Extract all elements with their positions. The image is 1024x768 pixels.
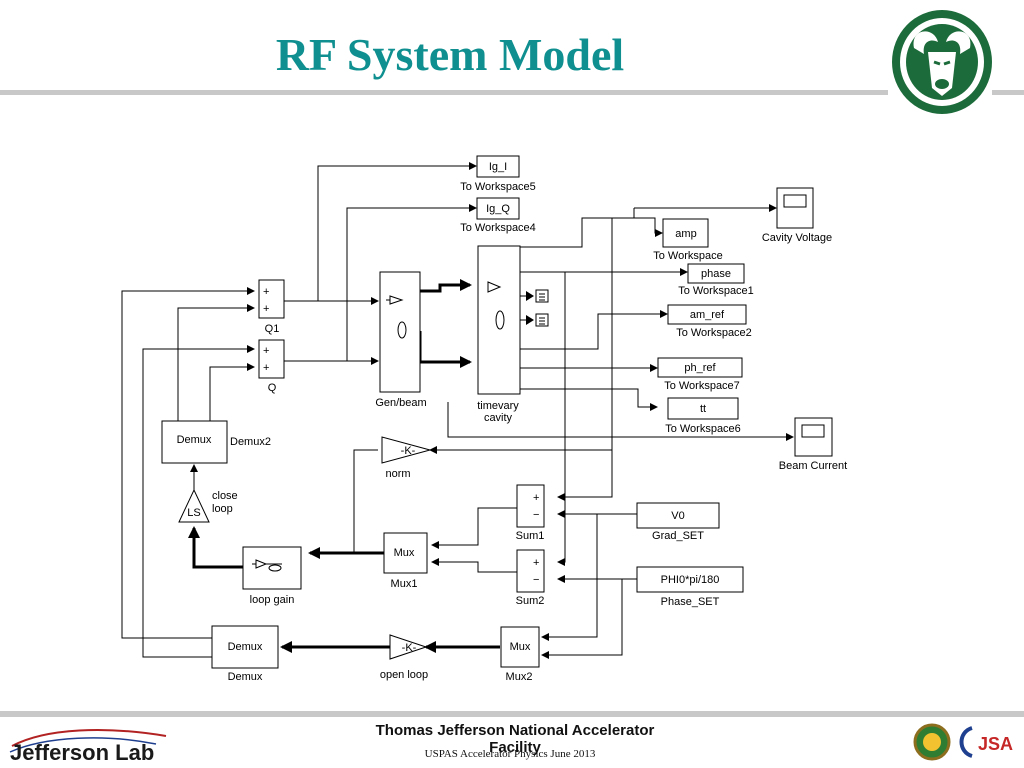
svg-text:Grad_SET: Grad_SET	[652, 530, 704, 542]
svg-text:Mux2: Mux2	[506, 671, 533, 683]
grad-set-constant[interactable]: V0 Grad_SET	[636, 502, 720, 542]
q-sum-block[interactable]: + + Q	[258, 339, 285, 394]
svg-text:Cavity Voltage: Cavity Voltage	[762, 232, 832, 244]
cavity-voltage-scope[interactable]: Cavity Voltage	[762, 187, 832, 244]
svg-text:To Workspace2: To Workspace2	[676, 327, 752, 339]
svg-text:close: close	[212, 490, 238, 502]
svg-text:Q: Q	[268, 382, 277, 394]
svg-text:V0: V0	[671, 510, 684, 522]
mux2-block[interactable]: Mux Mux2	[500, 626, 540, 683]
svg-text:Beam Current: Beam Current	[779, 460, 847, 472]
svg-text:Q1: Q1	[265, 323, 280, 335]
norm-gain-block[interactable]: -K- norm	[381, 436, 432, 480]
svg-text:timevary: timevary	[477, 400, 519, 412]
ram-logo	[892, 10, 992, 114]
to-workspace-amp-block[interactable]: amp To Workspace	[653, 218, 723, 262]
svg-text:-K-: -K-	[401, 445, 416, 457]
to-workspace5-block[interactable]: Ig_I To Workspace5	[460, 155, 536, 193]
open-loop-gain-block[interactable]: -K- open loop	[380, 634, 428, 681]
svg-text:+: +	[263, 345, 269, 357]
svg-text:Gen/beam: Gen/beam	[375, 397, 426, 409]
svg-text:Sum1: Sum1	[516, 530, 545, 542]
q1-sum-block[interactable]: + + Q1	[258, 279, 285, 335]
header-rule-right	[992, 90, 1024, 95]
svg-text:+: +	[263, 303, 269, 315]
svg-text:norm: norm	[385, 468, 410, 480]
svg-text:Ig_Q: Ig_Q	[486, 203, 510, 215]
close-loop-gain[interactable]: LS close loop	[178, 488, 238, 523]
demux-block[interactable]: Demux Demux	[211, 625, 279, 683]
svg-text:PHI0*pi/180: PHI0*pi/180	[661, 574, 720, 586]
jsa-swoosh-icon	[959, 726, 973, 758]
jefferson-lab-logo: Jefferson Lab	[9, 729, 167, 765]
svg-text:LS: LS	[187, 507, 200, 519]
svg-text:To Workspace1: To Workspace1	[678, 285, 754, 297]
svg-text:−: −	[533, 574, 539, 586]
svg-text:To Workspace6: To Workspace6	[665, 423, 741, 435]
svg-text:loop: loop	[212, 503, 233, 515]
loop-gain-subsystem[interactable]: loop gain	[242, 546, 302, 606]
footer-course: USPAS Accelerator Physics June 2013	[424, 748, 596, 760]
terminator-blocks	[520, 289, 549, 327]
svg-text:To Workspace: To Workspace	[653, 250, 723, 262]
svg-text:Sum2: Sum2	[516, 595, 545, 607]
to-workspace6-block[interactable]: tt To Workspace6	[665, 397, 741, 435]
sum1-block[interactable]: + − Sum1	[516, 484, 545, 542]
svg-text:+: +	[263, 362, 269, 374]
svg-text:To Workspace7: To Workspace7	[664, 380, 740, 392]
svg-text:Ig_I: Ig_I	[489, 161, 507, 173]
svg-text:Demux: Demux	[228, 671, 263, 683]
header-rule	[0, 90, 888, 95]
svg-text:open loop: open loop	[380, 669, 428, 681]
svg-text:To Workspace4: To Workspace4	[460, 222, 536, 234]
jsa-text: JSA	[978, 734, 1013, 754]
phase-set-constant[interactable]: PHI0*pi/180 Phase_SET	[636, 566, 744, 608]
to-workspace2-block[interactable]: am_ref To Workspace2	[667, 304, 752, 339]
svg-text:+: +	[533, 492, 539, 504]
svg-text:Demux2: Demux2	[230, 436, 271, 448]
beam-current-scope[interactable]: Beam Current	[779, 417, 847, 472]
svg-text:Demux: Demux	[228, 641, 263, 653]
svg-text:tt: tt	[700, 403, 706, 415]
svg-text:Mux: Mux	[394, 547, 415, 559]
footer-organization: Thomas Jefferson National Accelerator Fa…	[375, 722, 655, 756]
svg-text:−: −	[533, 509, 539, 521]
svg-text:Phase_SET: Phase_SET	[661, 596, 720, 608]
gen-beam-subsystem[interactable]: Gen/beam	[375, 271, 427, 409]
to-workspace4-block[interactable]: Ig_Q To Workspace4	[460, 197, 536, 234]
svg-text:Mux1: Mux1	[391, 578, 418, 590]
to-workspace7-block[interactable]: ph_ref To Workspace7	[657, 357, 743, 392]
svg-text:+: +	[263, 286, 269, 298]
demux2-block[interactable]: Demux Demux2	[161, 420, 271, 464]
svg-text:cavity: cavity	[484, 412, 513, 424]
slide-title: RF System Model	[275, 29, 625, 80]
svg-text:To Workspace5: To Workspace5	[460, 181, 536, 193]
svg-text:Mux: Mux	[510, 641, 531, 653]
jefferson-lab-text: Jefferson Lab	[10, 740, 154, 765]
svg-text:am_ref: am_ref	[690, 309, 725, 321]
svg-text:+: +	[533, 557, 539, 569]
svg-text:ph_ref: ph_ref	[684, 362, 716, 374]
svg-text:loop gain: loop gain	[250, 594, 295, 606]
svg-text:phase: phase	[701, 268, 731, 280]
timevary-cavity-subsystem[interactable]: timevary cavity	[477, 245, 521, 424]
to-workspace1-block[interactable]: phase To Workspace1	[678, 263, 754, 297]
svg-text:Demux: Demux	[177, 434, 212, 446]
svg-text:amp: amp	[675, 228, 696, 240]
sum2-block[interactable]: + − Sum2	[516, 549, 545, 607]
footer-logos: JSA	[913, 723, 1013, 761]
footer-rule	[0, 711, 1024, 717]
svg-text:-K-: -K-	[402, 642, 417, 654]
mux1-block[interactable]: Mux Mux1	[383, 532, 428, 590]
